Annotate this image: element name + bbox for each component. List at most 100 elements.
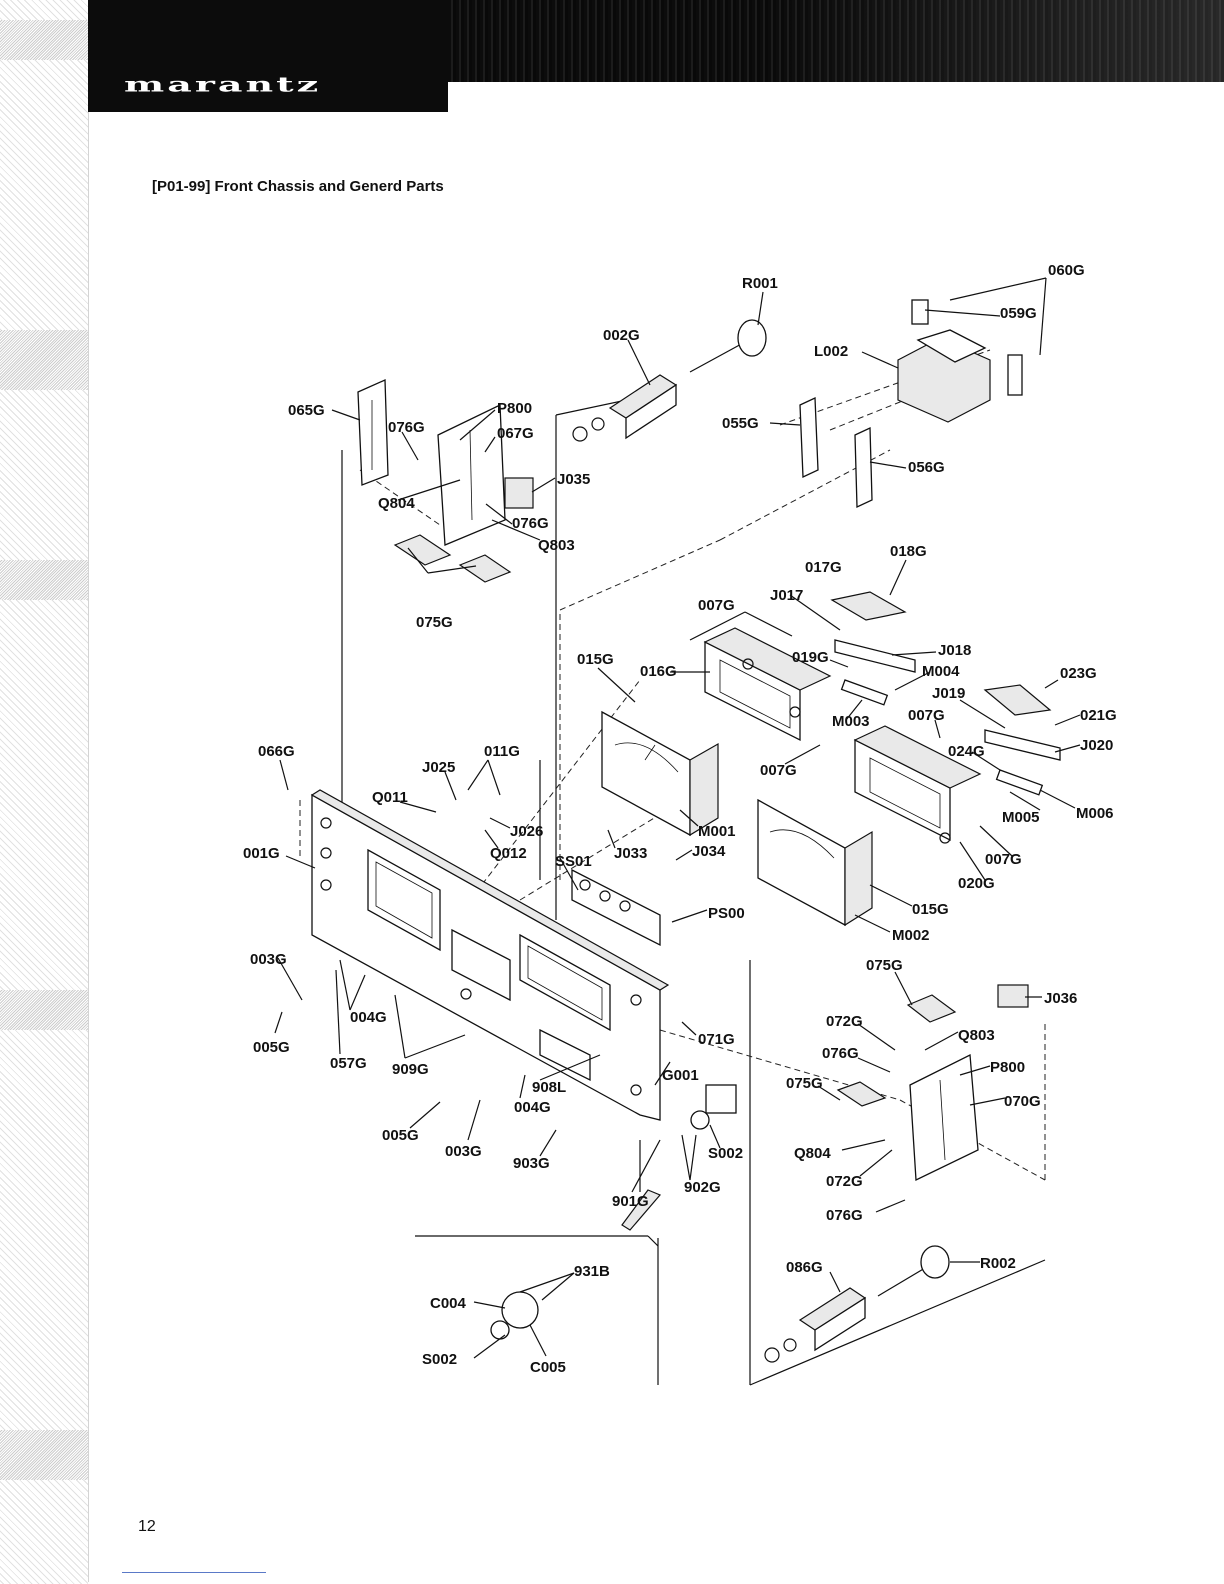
part-label-007g: 007G <box>908 707 945 724</box>
part-label-q011: Q011 <box>372 789 408 806</box>
part-label-002g: 002G <box>603 327 640 344</box>
bracket-065g <box>357 379 389 486</box>
part-label-060g: 060G <box>1048 262 1085 279</box>
part-label-076g: 076G <box>512 515 549 532</box>
part-label-s002: S002 <box>422 1351 457 1368</box>
part-labels: 060G R001 059G 002G L002 065G P800 076G … <box>243 262 1117 1376</box>
part-label-q804: Q804 <box>378 495 415 512</box>
part-label-059g: 059G <box>1000 305 1037 322</box>
part-label-j017: J017 <box>770 587 803 604</box>
part-label-g001: G001 <box>662 1067 699 1084</box>
part-label-003g: 003G <box>250 951 287 968</box>
inset-switch-detail <box>490 1189 661 1340</box>
part-label-055g: 055G <box>722 415 759 432</box>
part-label-021g: 021G <box>1080 707 1117 724</box>
part-label-001g: 001G <box>243 845 280 862</box>
part-label-901g: 901G <box>612 1193 649 1210</box>
part-label-015g: 015G <box>577 651 614 668</box>
part-label-015g: 015G <box>912 901 949 918</box>
part-label-c005: C005 <box>530 1359 566 1376</box>
part-label-908l: 908L <box>532 1079 566 1096</box>
leader-lines <box>274 277 1081 1359</box>
meter-frame-016g <box>703 627 832 742</box>
part-label-p800: P800 <box>990 1059 1025 1076</box>
part-label-r002: R002 <box>980 1255 1016 1272</box>
pcb-p800-bottom <box>836 984 1029 1182</box>
part-label-020g: 020G <box>958 875 995 892</box>
brand-box <box>88 0 448 112</box>
meter-m002 <box>757 798 873 927</box>
part-label-j026: J026 <box>510 823 543 840</box>
part-label-m002: M002 <box>892 927 930 944</box>
part-label-902g: 902G <box>684 1179 721 1196</box>
brand-logo: marantz <box>124 71 322 97</box>
potentiometer-r001 <box>572 319 767 442</box>
part-label-p800: P800 <box>497 400 532 417</box>
potentiometer-r002 <box>764 1245 950 1363</box>
part-label-909g: 909G <box>392 1061 429 1078</box>
part-label-007g: 007G <box>985 851 1022 868</box>
push-switch-ps00 <box>571 868 661 947</box>
part-label-067g: 067G <box>497 425 534 442</box>
footer-rule <box>122 1572 266 1573</box>
part-label-j034: J034 <box>692 843 726 860</box>
part-label-076g: 076G <box>388 419 425 436</box>
part-label-018g: 018G <box>890 543 927 560</box>
pcb-p800-top <box>437 403 534 546</box>
part-label-004g: 004G <box>514 1099 551 1116</box>
front-chassis-panel <box>310 789 670 1121</box>
part-label-j033: J033 <box>614 845 647 862</box>
scanned-page-margin <box>0 0 88 1584</box>
part-label-057g: 057G <box>330 1055 367 1072</box>
page-number: 12 <box>138 1518 156 1535</box>
part-label-s002: S002 <box>708 1145 743 1162</box>
part-label-056g: 056G <box>908 459 945 476</box>
part-label-019g: 019G <box>792 649 829 666</box>
part-label-007g: 007G <box>698 597 735 614</box>
switch-bracket-017g <box>830 591 1061 796</box>
meter-m001 <box>601 710 719 837</box>
part-label-903g: 903G <box>513 1155 550 1172</box>
part-label-q804: Q804 <box>794 1145 831 1162</box>
part-label-075g: 075G <box>416 614 453 631</box>
part-label-j019: J019 <box>932 685 965 702</box>
part-label-q803: Q803 <box>538 537 575 554</box>
part-label-016g: 016G <box>640 663 677 680</box>
part-label-017g: 017G <box>805 559 842 576</box>
bracket-075g <box>393 534 512 583</box>
part-label-j035: J035 <box>557 471 590 488</box>
part-label-ss01: SS01 <box>555 853 592 870</box>
part-label-066g: 066G <box>258 743 295 760</box>
part-label-q803: Q803 <box>958 1027 995 1044</box>
part-label-m006: M006 <box>1076 805 1114 822</box>
part-label-023g: 023G <box>1060 665 1097 682</box>
part-label-065g: 065G <box>288 402 325 419</box>
part-label-ps00: PS00 <box>708 905 745 922</box>
part-label-005g: 005G <box>382 1127 419 1144</box>
part-label-004g: 004G <box>350 1009 387 1026</box>
part-label-075g: 075G <box>786 1075 823 1092</box>
part-label-003g: 003G <box>445 1143 482 1160</box>
part-label-m004: M004 <box>922 663 960 680</box>
part-label-070g: 070G <box>1004 1093 1041 1110</box>
part-label-m001: M001 <box>698 823 736 840</box>
part-label-007g: 007G <box>760 762 797 779</box>
switch-s002 <box>690 1084 737 1130</box>
part-label-j036: J036 <box>1044 990 1077 1007</box>
meter-frame-020g <box>853 725 982 844</box>
part-label-q012: Q012 <box>490 845 527 862</box>
part-label-c004: C004 <box>430 1295 467 1312</box>
part-label-011g: 011G <box>484 743 520 760</box>
part-label-005g: 005G <box>253 1039 290 1056</box>
part-label-j025: J025 <box>422 759 455 776</box>
part-label-075g: 075G <box>866 957 903 974</box>
page-title: [P01-99] Front Chassis and Generd Parts <box>152 178 444 195</box>
part-label-j020: J020 <box>1080 737 1113 754</box>
part-label-076g: 076G <box>822 1045 859 1062</box>
part-label-j018: J018 <box>938 642 971 659</box>
page-edge-line <box>88 112 89 1582</box>
part-label-086g: 086G <box>786 1259 823 1276</box>
transformer-l002 <box>799 299 1023 509</box>
part-label-931b: 931B <box>574 1263 610 1280</box>
